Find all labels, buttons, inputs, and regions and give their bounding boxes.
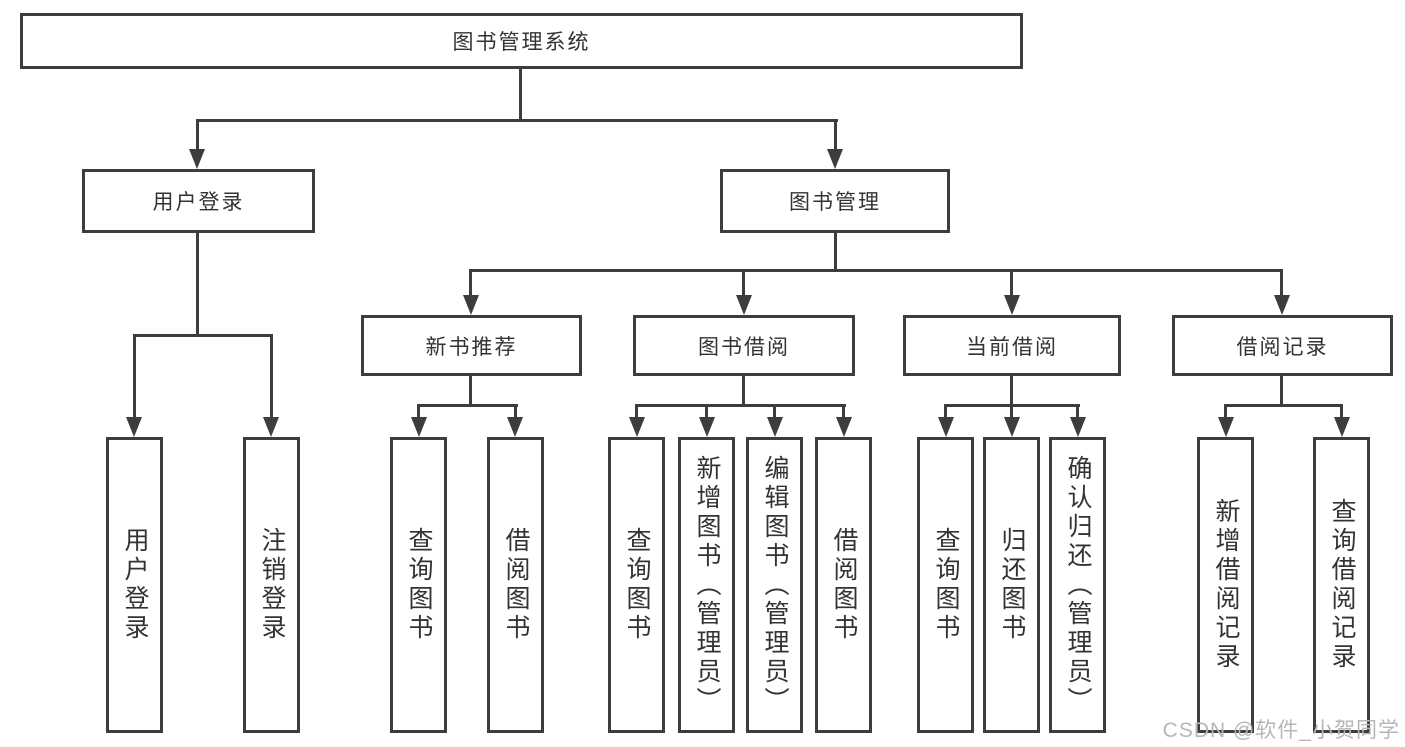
node-new-book-recommend: 新书推荐 [361, 315, 582, 376]
arrow-down-icon [463, 295, 479, 315]
connector-line [944, 404, 947, 420]
leaf-current-return-books: 归还图书 [983, 437, 1040, 733]
leaf-logout: 注销登录 [243, 437, 300, 733]
arrow-down-icon [736, 295, 752, 315]
leaf-user-login: 用户登录 [106, 437, 163, 733]
leaf-label: 借阅图书 [830, 527, 858, 643]
arrow-down-icon [1004, 417, 1020, 437]
arrow-down-icon [263, 417, 279, 437]
connector-line [1010, 404, 1013, 420]
leaf-label: 借阅图书 [502, 527, 530, 643]
leaf-record-add-borrow-record: 新增借阅记录 [1197, 437, 1254, 733]
watermark: CSDN @软件_小贺同学 [1162, 719, 1400, 742]
leaf-label: 确认归还（管理员） [1064, 454, 1092, 716]
connector-line [705, 404, 708, 420]
connector-line [417, 404, 518, 407]
leaf-label: 查询借阅记录 [1328, 498, 1356, 672]
leaf-borrow-add-books-admin: 新增图书（管理员） [678, 437, 735, 733]
leaf-newbook-query-books: 查询图书 [390, 437, 447, 733]
arrow-down-icon [411, 417, 427, 437]
arrow-down-icon [126, 417, 142, 437]
leaf-label: 查询图书 [405, 527, 433, 643]
leaf-borrow-query-books: 查询图书 [608, 437, 665, 733]
leaf-label: 查询图书 [932, 527, 960, 643]
leaf-newbook-borrow-books: 借阅图书 [487, 437, 544, 733]
leaf-label: 查询图书 [623, 527, 651, 643]
node-borrow-record: 借阅记录 [1172, 315, 1393, 376]
connector-line [1010, 269, 1013, 298]
arrow-down-icon [699, 417, 715, 437]
connector-line [834, 233, 837, 272]
node-book-borrow: 图书借阅 [633, 315, 855, 376]
connector-line [469, 269, 1283, 272]
connector-line [1280, 376, 1283, 407]
connector-line [1076, 404, 1079, 420]
connector-line [514, 404, 517, 420]
arrow-down-icon [629, 417, 645, 437]
leaf-borrow-borrow-books: 借阅图书 [815, 437, 872, 733]
node-root: 图书管理系统 [20, 13, 1023, 69]
leaf-label: 用户登录 [121, 527, 149, 643]
arrow-down-icon [507, 417, 523, 437]
leaf-current-confirm-return-admin: 确认归还（管理员） [1049, 437, 1106, 733]
arrow-down-icon [1334, 417, 1350, 437]
connector-line [270, 334, 273, 419]
connector-line [773, 404, 776, 420]
connector-line [842, 404, 845, 420]
leaf-label: 编辑图书（管理员） [761, 454, 789, 716]
arrow-down-icon [1218, 417, 1234, 437]
leaf-record-query-borrow-record: 查询借阅记录 [1313, 437, 1370, 733]
connector-line [133, 334, 273, 337]
arrow-down-icon [767, 417, 783, 437]
connector-line [635, 404, 638, 420]
leaf-borrow-edit-books-admin: 编辑图书（管理员） [746, 437, 803, 733]
arrow-down-icon [1004, 295, 1020, 315]
leaf-label: 注销登录 [258, 527, 286, 643]
connector-line [133, 334, 136, 419]
connector-line [742, 376, 745, 407]
arrow-down-icon [1274, 295, 1290, 315]
node-user-login: 用户登录 [82, 169, 315, 233]
connector-line [196, 119, 838, 122]
connector-line [1010, 376, 1013, 407]
connector-line [196, 233, 199, 337]
connector-line [1280, 269, 1283, 298]
leaf-label: 归还图书 [998, 527, 1026, 643]
connector-line [635, 404, 846, 407]
arrow-down-icon [836, 417, 852, 437]
leaf-label: 新增图书（管理员） [693, 454, 721, 716]
connector-line [519, 69, 522, 122]
connector-line [469, 269, 472, 298]
leaf-label: 新增借阅记录 [1212, 498, 1240, 672]
arrow-down-icon [189, 149, 205, 169]
arrow-down-icon [938, 417, 954, 437]
leaf-current-query-books: 查询图书 [917, 437, 974, 733]
node-current-borrow: 当前借阅 [903, 315, 1121, 376]
connector-line [1224, 404, 1227, 420]
arrow-down-icon [827, 149, 843, 169]
connector-line [1340, 404, 1343, 420]
connector-line [417, 404, 420, 420]
connector-line [834, 119, 837, 155]
connector-line [469, 376, 472, 407]
arrow-down-icon [1070, 417, 1086, 437]
connector-line [1224, 404, 1343, 407]
node-book-management: 图书管理 [720, 169, 950, 233]
connector-line [196, 119, 199, 155]
connector-line [742, 269, 745, 298]
